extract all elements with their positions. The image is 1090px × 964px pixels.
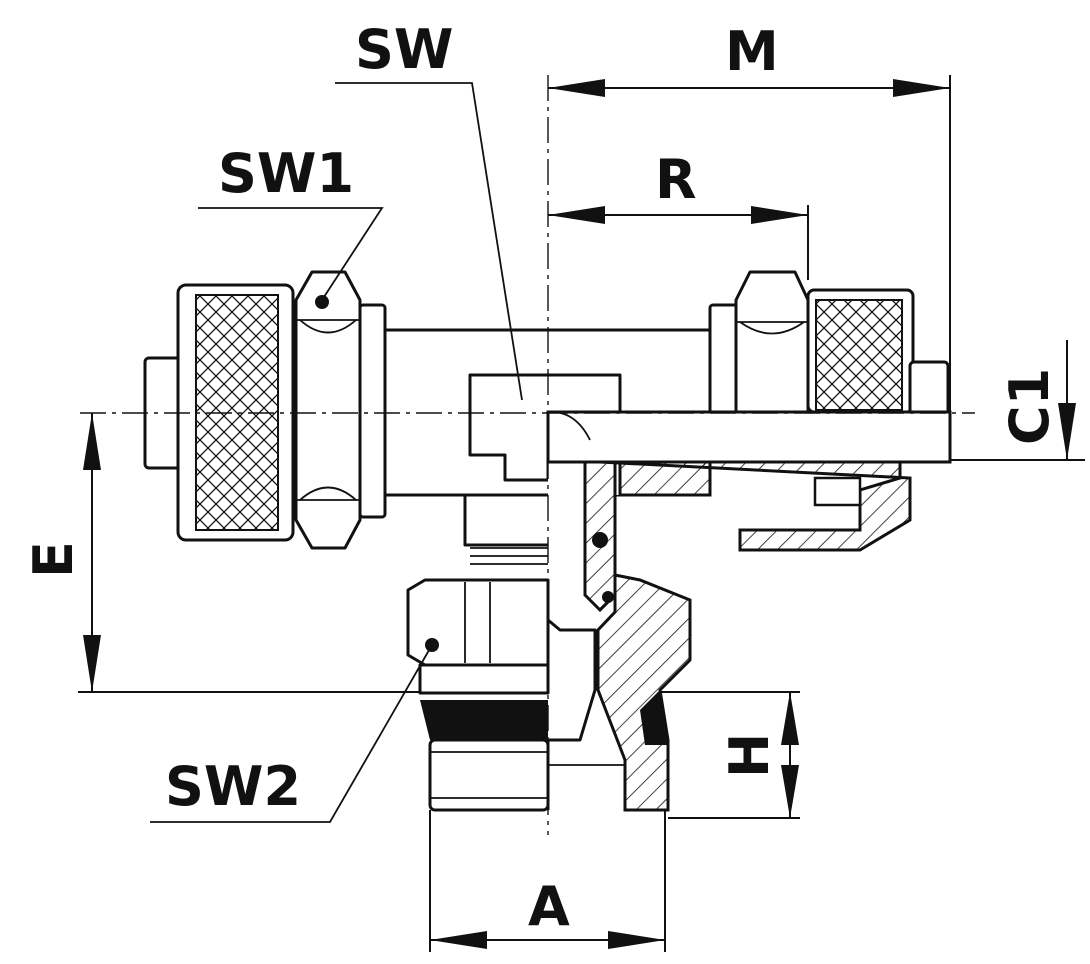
right-hex-nut <box>734 270 810 414</box>
right-fitting <box>708 270 950 417</box>
label-c1: C1 <box>998 368 1061 445</box>
tube <box>546 410 952 464</box>
left-hex-nut <box>294 270 362 550</box>
dimension-m <box>548 75 951 412</box>
leader-lines <box>150 82 523 823</box>
label-m: M <box>725 20 779 83</box>
stud-end <box>406 578 550 812</box>
dimension-e <box>78 413 420 693</box>
left-fitting <box>143 270 387 550</box>
dimension-c1 <box>950 340 1085 461</box>
dimension-h <box>660 691 800 819</box>
label-sw2: SW2 <box>165 755 301 818</box>
label-sw1: SW1 <box>218 142 354 205</box>
label-r: R <box>655 148 697 211</box>
lower-hex-nut <box>406 578 550 667</box>
section-view <box>546 410 952 812</box>
dimension-r <box>548 205 809 280</box>
dimension-a <box>429 810 666 952</box>
label-sw: SW <box>355 18 453 81</box>
label-a: A <box>528 875 570 938</box>
label-e: E <box>22 541 85 578</box>
label-h: H <box>718 733 781 778</box>
